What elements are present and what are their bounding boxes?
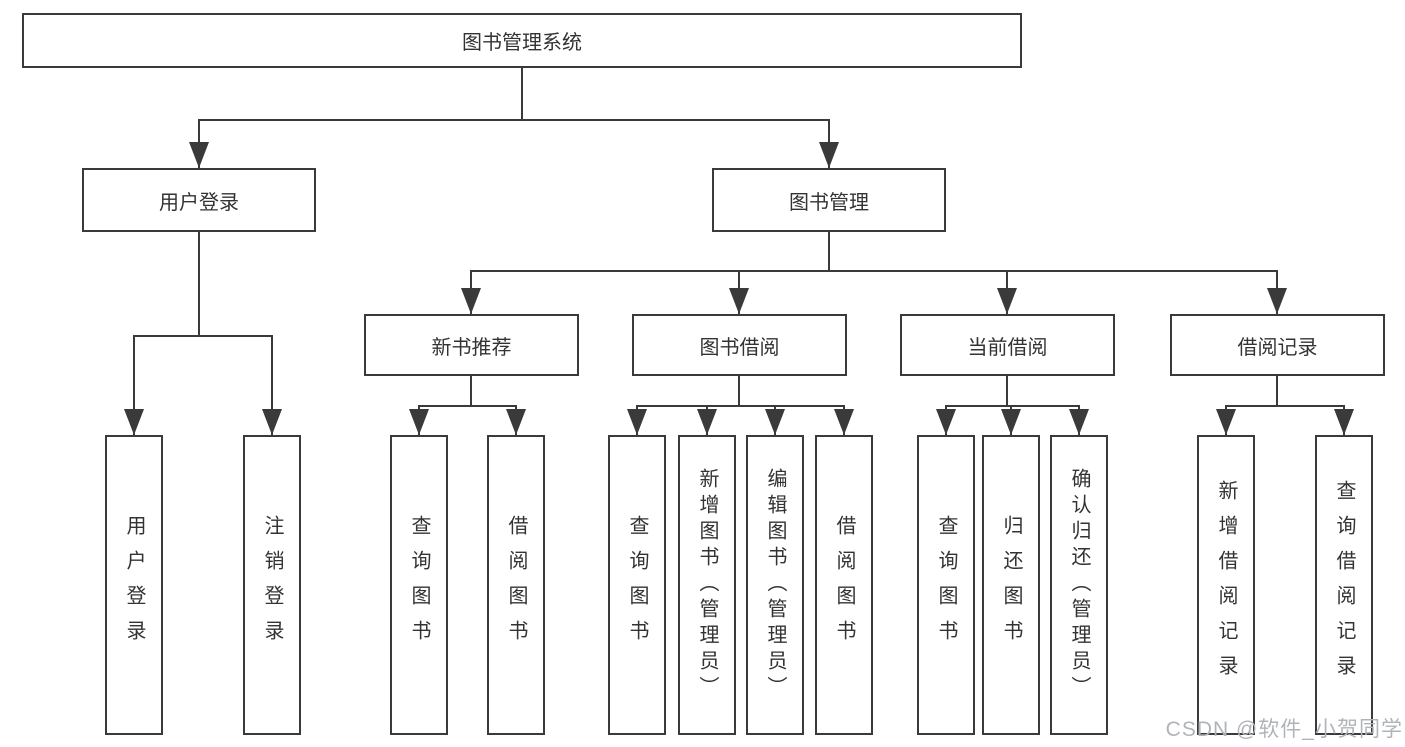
leaf-user-login: 用户登录 <box>105 435 163 735</box>
leaf-return-books: 归还图书 <box>982 435 1040 735</box>
watermark: CSDN @软件_小贺同学 <box>1165 718 1403 741</box>
arrow-down-icon <box>1334 409 1354 435</box>
leaf-query-books-borrow-label: 查询图书 <box>626 515 648 655</box>
leaf-borrow-books: 借阅图书 <box>815 435 873 735</box>
connector-root-horizontal <box>198 119 830 121</box>
leaf-confirm-return-admin-label: 确认归还（管理员） <box>1068 468 1090 702</box>
node-user-login-label: 用户登录 <box>159 191 239 214</box>
arrow-down-icon <box>1267 288 1287 314</box>
node-current-borrow-label: 当前借阅 <box>967 336 1048 359</box>
node-book-borrow: 图书借阅 <box>632 314 847 376</box>
connector-userlogin-horizontal <box>133 335 273 337</box>
connector-userlogin-vertical <box>198 232 200 337</box>
leaf-borrow-books-recommend: 借阅图书 <box>487 435 545 735</box>
leaf-borrow-books-label: 借阅图书 <box>833 515 855 655</box>
leaf-edit-books-admin-label: 编辑图书（管理员） <box>764 468 786 702</box>
connector-currentborrow-horizontal <box>945 405 1080 407</box>
leaf-add-borrow-record-label: 新增借阅记录 <box>1215 480 1237 690</box>
leaf-logout-label: 注销登录 <box>261 515 283 655</box>
leaf-add-books-admin: 新增图书（管理员） <box>678 435 736 735</box>
leaf-query-borrow-record-label: 查询借阅记录 <box>1333 480 1355 690</box>
node-current-borrow: 当前借阅 <box>900 314 1115 376</box>
arrow-down-icon <box>1001 409 1021 435</box>
arrow-down-icon <box>1216 409 1236 435</box>
leaf-return-books-label: 归还图书 <box>1000 515 1022 655</box>
leaf-query-books-current-label: 查询图书 <box>935 515 957 655</box>
connector-bookmgmt-vertical <box>828 232 830 272</box>
arrow-down-icon <box>461 288 481 314</box>
node-borrow-records-label: 借阅记录 <box>1237 336 1318 359</box>
connector-bookborrow-horizontal <box>636 405 845 407</box>
arrow-down-icon <box>765 409 785 435</box>
node-user-login: 用户登录 <box>82 168 316 232</box>
arrow-down-icon <box>1069 409 1089 435</box>
node-borrow-records: 借阅记录 <box>1170 314 1385 376</box>
connector-bookborrow-vertical <box>738 376 740 407</box>
leaf-logout: 注销登录 <box>243 435 301 735</box>
connector-stem-leaf-logout <box>271 336 273 435</box>
leaf-add-books-admin-label: 新增图书（管理员） <box>696 468 718 702</box>
arrow-down-icon <box>997 288 1017 314</box>
node-book-management-label: 图书管理 <box>789 191 869 214</box>
arrow-down-icon <box>627 409 647 435</box>
connector-root-vertical <box>521 68 523 121</box>
arrow-down-icon <box>506 409 526 435</box>
leaf-query-books-recommend-label: 查询图书 <box>408 515 430 655</box>
connector-borrowrecords-vertical <box>1276 376 1278 407</box>
node-new-book-recommend-label: 新书推荐 <box>431 336 512 359</box>
leaf-query-books-recommend: 查询图书 <box>390 435 448 735</box>
node-root-label: 图书管理系统 <box>462 32 582 54</box>
node-book-management: 图书管理 <box>712 168 946 232</box>
leaf-confirm-return-admin: 确认归还（管理员） <box>1050 435 1108 735</box>
leaf-query-books-current: 查询图书 <box>917 435 975 735</box>
arrow-down-icon <box>936 409 956 435</box>
leaf-borrow-books-recommend-label: 借阅图书 <box>505 515 527 655</box>
node-new-book-recommend: 新书推荐 <box>364 314 579 376</box>
connector-newbook-vertical <box>470 376 472 407</box>
connector-stem-leaf-user-login <box>133 336 135 435</box>
arrow-down-icon <box>409 409 429 435</box>
arrow-down-icon <box>819 142 839 168</box>
arrow-down-icon <box>124 409 144 435</box>
connector-borrowrecords-horizontal <box>1225 405 1345 407</box>
arrow-down-icon <box>834 409 854 435</box>
node-book-borrow-label: 图书借阅 <box>699 336 780 359</box>
leaf-query-books-borrow: 查询图书 <box>608 435 666 735</box>
arrow-down-icon <box>189 142 209 168</box>
leaf-edit-books-admin: 编辑图书（管理员） <box>746 435 804 735</box>
leaf-user-login-label: 用户登录 <box>123 515 145 655</box>
arrow-down-icon <box>697 409 717 435</box>
connector-currentborrow-vertical <box>1006 376 1008 407</box>
arrow-down-icon <box>262 409 282 435</box>
node-root: 图书管理系统 <box>22 13 1022 68</box>
connector-bookmgmt-horizontal <box>470 270 1278 272</box>
connector-newbook-horizontal <box>418 405 517 407</box>
leaf-query-borrow-record: 查询借阅记录 <box>1315 435 1373 735</box>
arrow-down-icon <box>729 288 749 314</box>
leaf-add-borrow-record: 新增借阅记录 <box>1197 435 1255 735</box>
